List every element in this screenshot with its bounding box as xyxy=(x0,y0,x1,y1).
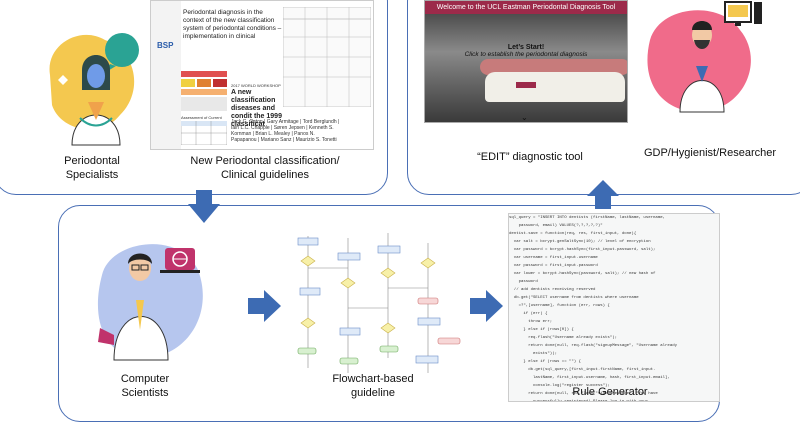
code-line: return done(null, req.flash("signupMessa… xyxy=(509,344,678,348)
chevron-down-icon[interactable]: ⌄ xyxy=(521,113,528,122)
code-line: lastName, first_input.username, hash, fi… xyxy=(509,376,670,380)
code-line: =?",[username], function (err, rows) { xyxy=(509,304,610,308)
workshop-tag: 2017 WORLD WORKSHOP xyxy=(231,83,281,88)
code-line: req.flash("Username already exists"); xyxy=(509,336,618,340)
arrow-right-icon-1 xyxy=(248,290,281,322)
flowchart-diagram xyxy=(288,228,472,378)
code-line: throw err; xyxy=(509,320,553,324)
edit-cta: Let’s Start! Click to establish the peri… xyxy=(425,44,627,58)
code-lines: sql_query = "INSERT INTO dentists (first… xyxy=(509,214,719,401)
code-line: var username = first_input.username xyxy=(509,256,598,260)
flowchart-label: Flowchart-based guideline xyxy=(332,373,414,399)
computer-scientists-label: Computer Scientists xyxy=(120,373,170,399)
cta-title: Let’s Start! xyxy=(507,44,545,51)
code-line: password xyxy=(509,280,538,284)
code-line: sql_query = "INSERT INTO dentists (first… xyxy=(509,216,666,220)
guideline-documents: BSP Periodontal diagnosis in the context… xyxy=(150,0,374,150)
arrow-right-icon-2 xyxy=(470,290,503,322)
classification-table xyxy=(282,6,372,108)
code-line: var password = bcrypt.hashSync(first_inp… xyxy=(509,248,656,252)
code-line: if (err) { xyxy=(509,312,548,316)
code-line: } else if (rows == "") { xyxy=(509,360,582,364)
edit-tool-label: “EDIT” diagnostic tool xyxy=(477,151,583,163)
code-line: password, email) VALUES(?,?,?,?,?)" xyxy=(509,224,603,228)
code-line: var lower = bcrypt.hashSync(password, sa… xyxy=(509,272,656,276)
cta-subtitle: Click to establish the periodontal diagn… xyxy=(464,51,588,58)
start-button[interactable] xyxy=(516,82,536,88)
gums-shape xyxy=(480,59,627,75)
edit-tool-header: Welcome to the UCL Eastman Periodontal D… xyxy=(425,1,627,14)
rule-generator-code: sql_query = "INSERT INTO dentists (first… xyxy=(508,213,720,402)
specialist-illustration xyxy=(49,33,139,146)
code-line: db.get(sql_query,[first_input.firstName,… xyxy=(509,368,656,372)
workshop-title: A new classification diseases and condit… xyxy=(231,89,282,128)
assessment-table xyxy=(180,120,228,146)
code-line: var password = first_input.password xyxy=(509,264,598,268)
specialists-label: Periodontal Specialists xyxy=(64,155,120,181)
staging-grid xyxy=(181,71,227,111)
paper-authors: Jack G. Caton | Gary Armitage | Tord Ber… xyxy=(231,119,340,143)
arrow-up-icon xyxy=(587,180,619,209)
computer-scientist-illustration xyxy=(97,244,203,361)
code-line: console.log("register success"); xyxy=(509,384,610,388)
rule-generator-label: Rule Generator xyxy=(572,386,648,398)
code-line: db.get("SELECT username from dentists wh… xyxy=(509,296,639,300)
teeth-shape xyxy=(485,72,625,102)
teeth-photo: Let’s Start! Click to establish the peri… xyxy=(425,14,627,122)
code-line: return done(null, req.flash("signupMessa… xyxy=(509,392,658,396)
code-line: } else if (rows[0]) { xyxy=(509,328,574,332)
code-line: // add dentists receiving reserved xyxy=(509,288,596,292)
gdp-illustration xyxy=(647,1,762,113)
guidelines-label: New Periodontal classification/ Clinical… xyxy=(190,155,340,181)
edit-tool-screenshot: Welcome to the UCL Eastman Periodontal D… xyxy=(424,0,628,123)
paper-title: Periodontal diagnosis in the context of … xyxy=(183,9,282,40)
code-line: var salt = bcrypt.genSaltSync(10); // le… xyxy=(509,240,651,244)
publisher-logo: BSP xyxy=(157,41,174,50)
arrow-down-icon xyxy=(188,190,220,223)
code-line: exists")); xyxy=(509,352,558,356)
code-line: dentist.save = function(req, res, first_… xyxy=(509,232,637,236)
gdp-label: GDP/Hygienist/Researcher xyxy=(643,147,777,159)
